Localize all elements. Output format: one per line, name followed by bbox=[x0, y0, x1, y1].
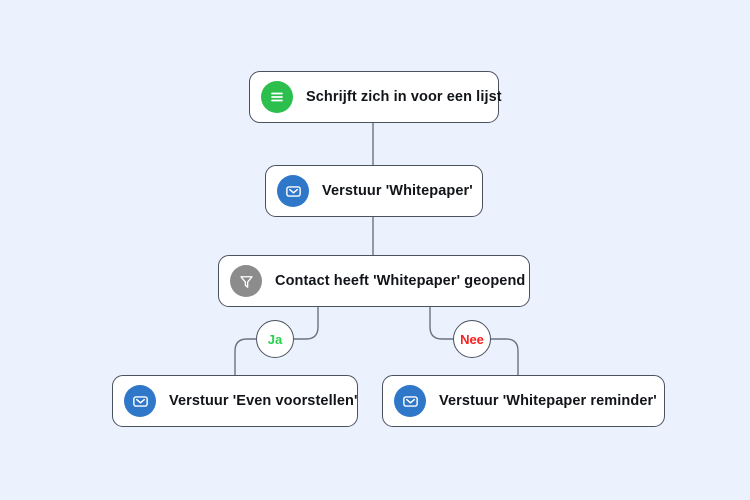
node-condition-opened-whitepaper[interactable]: Contact heeft 'Whitepaper' geopend bbox=[218, 255, 530, 307]
node-action-send-intro[interactable]: Verstuur 'Even voorstellen' bbox=[112, 375, 358, 427]
envelope-icon bbox=[277, 175, 309, 207]
node-action-send-whitepaper[interactable]: Verstuur 'Whitepaper' bbox=[265, 165, 483, 217]
list-icon bbox=[261, 81, 293, 113]
node-label: Verstuur 'Even voorstellen' bbox=[169, 393, 358, 409]
branch-badge-no[interactable]: Nee bbox=[453, 320, 491, 358]
branch-badge-yes-label: Ja bbox=[267, 331, 283, 347]
node-action-send-reminder[interactable]: Verstuur 'Whitepaper reminder' bbox=[382, 375, 665, 427]
node-label: Contact heeft 'Whitepaper' geopend bbox=[275, 273, 526, 289]
node-trigger-signup[interactable]: Schrijft zich in voor een lijst bbox=[249, 71, 502, 123]
envelope-icon bbox=[394, 385, 426, 417]
connector-yes-to-intro bbox=[234, 338, 256, 375]
envelope-icon bbox=[124, 385, 156, 417]
filter-icon bbox=[230, 265, 262, 297]
connector-condition-to-no bbox=[429, 307, 453, 340]
branch-badge-yes[interactable]: Ja bbox=[256, 320, 294, 358]
branch-badge-no-label: Nee bbox=[460, 331, 484, 347]
node-label: Schrijft zich in voor een lijst bbox=[306, 89, 502, 105]
node-label: Verstuur 'Whitepaper' bbox=[322, 183, 473, 199]
connector-no-to-reminder bbox=[491, 338, 519, 375]
connector-condition-to-yes bbox=[294, 307, 319, 340]
node-label: Verstuur 'Whitepaper reminder' bbox=[439, 393, 657, 409]
